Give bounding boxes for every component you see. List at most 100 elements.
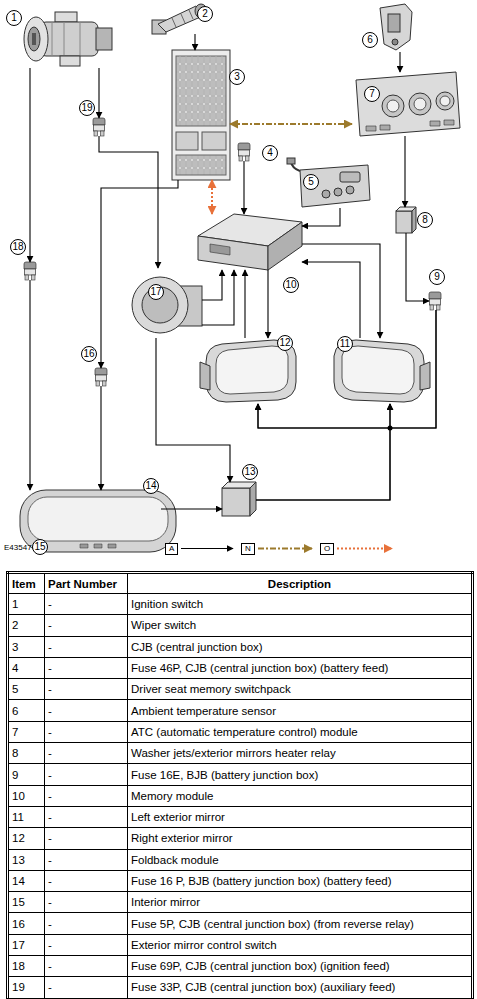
table-cell: - bbox=[45, 636, 128, 657]
component: 17 bbox=[130, 268, 202, 338]
table-row: 7-ATC (automatic temperature control) mo… bbox=[8, 721, 473, 742]
fuse-illustration bbox=[95, 368, 107, 386]
component: 8 bbox=[396, 207, 416, 233]
legend-key: N bbox=[241, 543, 255, 555]
component: 13 bbox=[222, 482, 256, 516]
component: 10 bbox=[198, 214, 302, 270]
fuse-illustration bbox=[93, 118, 105, 136]
table-cell: Right exterior mirror bbox=[128, 828, 473, 849]
table-cell: - bbox=[45, 977, 128, 999]
table-cell: - bbox=[45, 743, 128, 764]
table-row: 2-Wiper switch bbox=[8, 615, 473, 636]
relay-illustration bbox=[396, 207, 416, 233]
connector bbox=[230, 123, 352, 125]
table-cell: 6 bbox=[8, 700, 45, 721]
table-cell: - bbox=[45, 934, 128, 955]
callout-number: 18 bbox=[10, 239, 26, 255]
table-cell: Fuse 16E, BJB (battery junction box) bbox=[128, 764, 473, 785]
connector bbox=[267, 270, 268, 338]
table-cell: Interior mirror bbox=[128, 892, 473, 913]
table-cell: 2 bbox=[8, 615, 45, 636]
connector bbox=[156, 338, 230, 482]
table-cell: 8 bbox=[8, 743, 45, 764]
table-cell: Washer jets/exterior mirrors heater rela… bbox=[128, 743, 473, 764]
table-cell: - bbox=[45, 785, 128, 806]
switchpack-illustration bbox=[300, 165, 370, 207]
ignition-switch-illustration bbox=[96, 28, 112, 50]
callout-number: 8 bbox=[417, 212, 433, 228]
fuse-illustration bbox=[429, 292, 441, 310]
table-row: 19-Fuse 33P, CJB (central junction box) … bbox=[8, 977, 473, 999]
table-row: 5-Driver seat memory switchpack bbox=[8, 679, 473, 700]
table-cell: - bbox=[45, 870, 128, 891]
table-cell: Fuse 33P, CJB (central junction box) (au… bbox=[128, 977, 473, 999]
switchpack-illustration bbox=[287, 158, 295, 164]
table-cell: Fuse 46P, CJB (central junction box) (ba… bbox=[128, 657, 473, 678]
table-row: 11-Left exterior mirror bbox=[8, 806, 473, 827]
table-cell: - bbox=[45, 913, 128, 934]
exterior-mirror-illustration bbox=[420, 362, 430, 390]
connector bbox=[406, 233, 429, 301]
component: 11 bbox=[332, 338, 430, 404]
component: 2 bbox=[152, 4, 210, 34]
callout-number: 13 bbox=[242, 464, 258, 480]
mirror-switch-illustration bbox=[132, 277, 188, 333]
table-cell: Driver seat memory switchpack bbox=[128, 679, 473, 700]
table-cell: - bbox=[45, 721, 128, 742]
sensor-illustration bbox=[392, 39, 398, 45]
component: 16 bbox=[95, 368, 107, 386]
junction-dot bbox=[388, 426, 393, 431]
ignition-switch-illustration bbox=[28, 27, 40, 51]
connector bbox=[243, 161, 244, 214]
ignition-switch-illustration bbox=[40, 22, 98, 56]
table-cell: 3 bbox=[8, 636, 45, 657]
callout-number: 17 bbox=[148, 284, 164, 300]
exterior-mirror-illustration bbox=[216, 346, 288, 394]
table-row: 1-Ignition switch bbox=[8, 594, 473, 615]
table-cell: 5 bbox=[8, 679, 45, 700]
callout-number: 1 bbox=[6, 10, 22, 26]
table-header-row: ItemPart NumberDescription bbox=[8, 573, 473, 594]
connector bbox=[101, 180, 178, 368]
table-row: 10-Memory module bbox=[8, 785, 473, 806]
memory-module-illustration bbox=[268, 222, 302, 270]
connector bbox=[302, 262, 360, 338]
table-cell: - bbox=[45, 828, 128, 849]
atc-module-illustration bbox=[382, 95, 404, 117]
table-cell: Ignition switch bbox=[128, 594, 473, 615]
exterior-mirror-illustration bbox=[342, 346, 414, 394]
table-cell: - bbox=[45, 657, 128, 678]
component: 14 bbox=[149, 500, 161, 518]
table-row: 14-Fuse 16 P, BJB (battery junction box)… bbox=[8, 870, 473, 891]
cjb-illustration bbox=[172, 50, 230, 180]
callout-number: 11 bbox=[337, 336, 353, 352]
table-cell: 15 bbox=[8, 892, 45, 913]
component: 18 bbox=[24, 262, 36, 280]
table-row: 6-Ambient temperature sensor bbox=[8, 700, 473, 721]
connector bbox=[29, 68, 30, 262]
table-cell: Fuse 16 P, BJB (battery junction box) (b… bbox=[128, 870, 473, 891]
callout-number: 10 bbox=[283, 277, 299, 293]
table-row: 17-Exterior mirror control switch bbox=[8, 934, 473, 955]
connector bbox=[256, 404, 390, 500]
connector bbox=[244, 270, 245, 338]
table-row: 16-Fuse 5P, CJB (central junction box) (… bbox=[8, 913, 473, 934]
legend-sample bbox=[181, 548, 233, 549]
switchpack-illustration bbox=[322, 190, 330, 198]
junction-dot bbox=[388, 426, 393, 431]
connector bbox=[302, 208, 340, 226]
table-row: 3-CJB (central junction box) bbox=[8, 636, 473, 657]
figure-code: E43547 bbox=[4, 543, 32, 552]
cjb-illustration bbox=[202, 132, 226, 150]
table-row: 8-Washer jets/exterior mirrors heater re… bbox=[8, 743, 473, 764]
table-row: 18-Fuse 69P, CJB (central junction box) … bbox=[8, 956, 473, 977]
component: 7 bbox=[352, 72, 460, 136]
ignition-switch-illustration bbox=[52, 22, 80, 56]
table-cell: ATC (automatic temperature control) modu… bbox=[128, 721, 473, 742]
atc-module-illustration bbox=[356, 72, 460, 136]
table-cell: Left exterior mirror bbox=[128, 806, 473, 827]
table-cell: 4 bbox=[8, 657, 45, 678]
table-cell: - bbox=[45, 700, 128, 721]
connector bbox=[202, 270, 222, 300]
cjb-illustration bbox=[172, 50, 230, 180]
